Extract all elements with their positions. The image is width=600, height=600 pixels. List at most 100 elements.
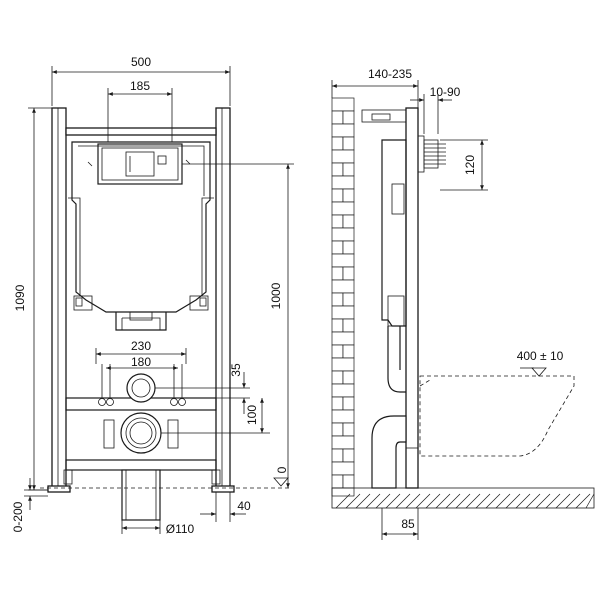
dim-offset-85: 85	[381, 508, 419, 540]
floor-hatch-line	[535, 493, 551, 509]
brick	[331, 305, 355, 320]
brick	[331, 214, 344, 229]
floor-hatch-line	[365, 493, 381, 509]
floor-hatch-line	[395, 493, 411, 509]
foot-right	[211, 485, 235, 493]
dim-label-1090: 1090	[13, 284, 27, 311]
dim-label-230: 230	[131, 339, 151, 353]
dim-label-10-90: 10-90	[430, 85, 461, 99]
brick	[331, 422, 344, 437]
brick	[331, 175, 355, 190]
brick	[342, 396, 355, 411]
brick	[342, 422, 355, 437]
brick	[331, 149, 355, 164]
brick	[331, 162, 344, 177]
floor-hatch-line	[475, 493, 491, 509]
dim-label-500: 500	[131, 55, 151, 69]
floor-hatch-line	[545, 493, 561, 509]
dim-label-110: Ø110	[166, 522, 195, 536]
frame-top-bar	[65, 127, 217, 136]
dim-label-180: 180	[131, 355, 151, 369]
brick	[342, 214, 355, 229]
floor-hatch-line	[565, 493, 581, 509]
brick	[331, 318, 344, 333]
flush-button-opening	[87, 143, 191, 185]
dim-label-1000: 1000	[269, 282, 283, 309]
floor-hatch-line	[575, 493, 591, 509]
brick-wall	[331, 97, 355, 497]
brick	[331, 253, 355, 268]
zero-level-marker: 0	[273, 466, 289, 487]
dim-depth-140-235: 140-235	[331, 67, 419, 108]
brick	[331, 448, 344, 463]
brick	[342, 110, 355, 125]
flush-pipe-connector	[126, 373, 156, 403]
dim-label-85: 85	[401, 517, 415, 531]
lower-frame	[65, 364, 217, 471]
brick	[342, 266, 355, 281]
side-view: 140-235 10-90 120 400 ± 10 8	[331, 67, 595, 540]
floor-slab	[331, 487, 595, 509]
front-view: 500 185 1090 1000 230	[11, 55, 294, 536]
dim-spacing-230: 230	[95, 339, 187, 364]
floor-hatch-line	[385, 493, 401, 509]
foot-left	[47, 485, 71, 493]
brick	[342, 448, 355, 463]
brick	[331, 279, 355, 294]
floor-hatch-line	[485, 493, 501, 509]
dim-diameter-110: Ø110	[121, 520, 195, 536]
dim-height-1090: 1090	[13, 107, 52, 491]
floor-hatch-line	[555, 493, 571, 509]
floor-hatch-line	[585, 493, 595, 509]
floor-hatch-line	[405, 493, 421, 509]
brick	[342, 188, 355, 203]
brick	[331, 344, 344, 359]
brick	[331, 266, 344, 281]
floor-hatch-line	[455, 493, 471, 509]
floor-hatch-line	[335, 493, 351, 509]
brick	[331, 487, 355, 497]
brick	[342, 344, 355, 359]
brick	[331, 201, 355, 216]
brick	[331, 370, 344, 385]
dim-spacing-180: 180	[106, 355, 178, 370]
flush-panel-side	[417, 135, 446, 173]
brick	[331, 396, 344, 411]
dim-offset-40: 40	[200, 492, 251, 522]
floor-hatch-line	[415, 493, 431, 509]
brick	[331, 383, 355, 398]
floor-hatch-line	[495, 493, 511, 509]
dim-height-120: 120	[440, 139, 488, 191]
dim-adjust-0-200: 0-200	[11, 478, 48, 532]
dim-label-0: 0	[275, 466, 289, 473]
dim-label-400: 400 ± 10	[517, 349, 564, 363]
brick	[342, 292, 355, 307]
brick	[331, 409, 355, 424]
brick	[331, 110, 344, 125]
frame-side	[361, 107, 419, 489]
brick	[342, 474, 355, 489]
floor-hatch-line	[525, 493, 541, 509]
floor-hatch-line	[355, 493, 371, 509]
dim-label-100: 100	[245, 405, 259, 425]
floor-hatch-line	[375, 493, 391, 509]
dim-label-35: 35	[229, 363, 243, 377]
brick	[331, 461, 355, 476]
dim-label-140-235: 140-235	[368, 67, 412, 81]
brick	[331, 474, 344, 489]
floor-hatch-line	[425, 493, 441, 509]
dim-button-185: 185	[107, 79, 173, 142]
floor-hatch-line	[435, 493, 451, 509]
brick	[331, 357, 355, 372]
brick	[342, 136, 355, 151]
drain-pipe-connector	[120, 412, 162, 454]
dim-offset-35: 35	[155, 363, 250, 414]
dim-label-40: 40	[237, 499, 251, 513]
toilet-bowl-outline	[419, 375, 575, 457]
brick	[342, 162, 355, 177]
floor-hatch-line	[505, 493, 521, 509]
dim-bowl-400: 400 ± 10	[517, 349, 564, 377]
floor-hatch-line	[445, 493, 461, 509]
dim-label-0-200: 0-200	[11, 501, 25, 532]
